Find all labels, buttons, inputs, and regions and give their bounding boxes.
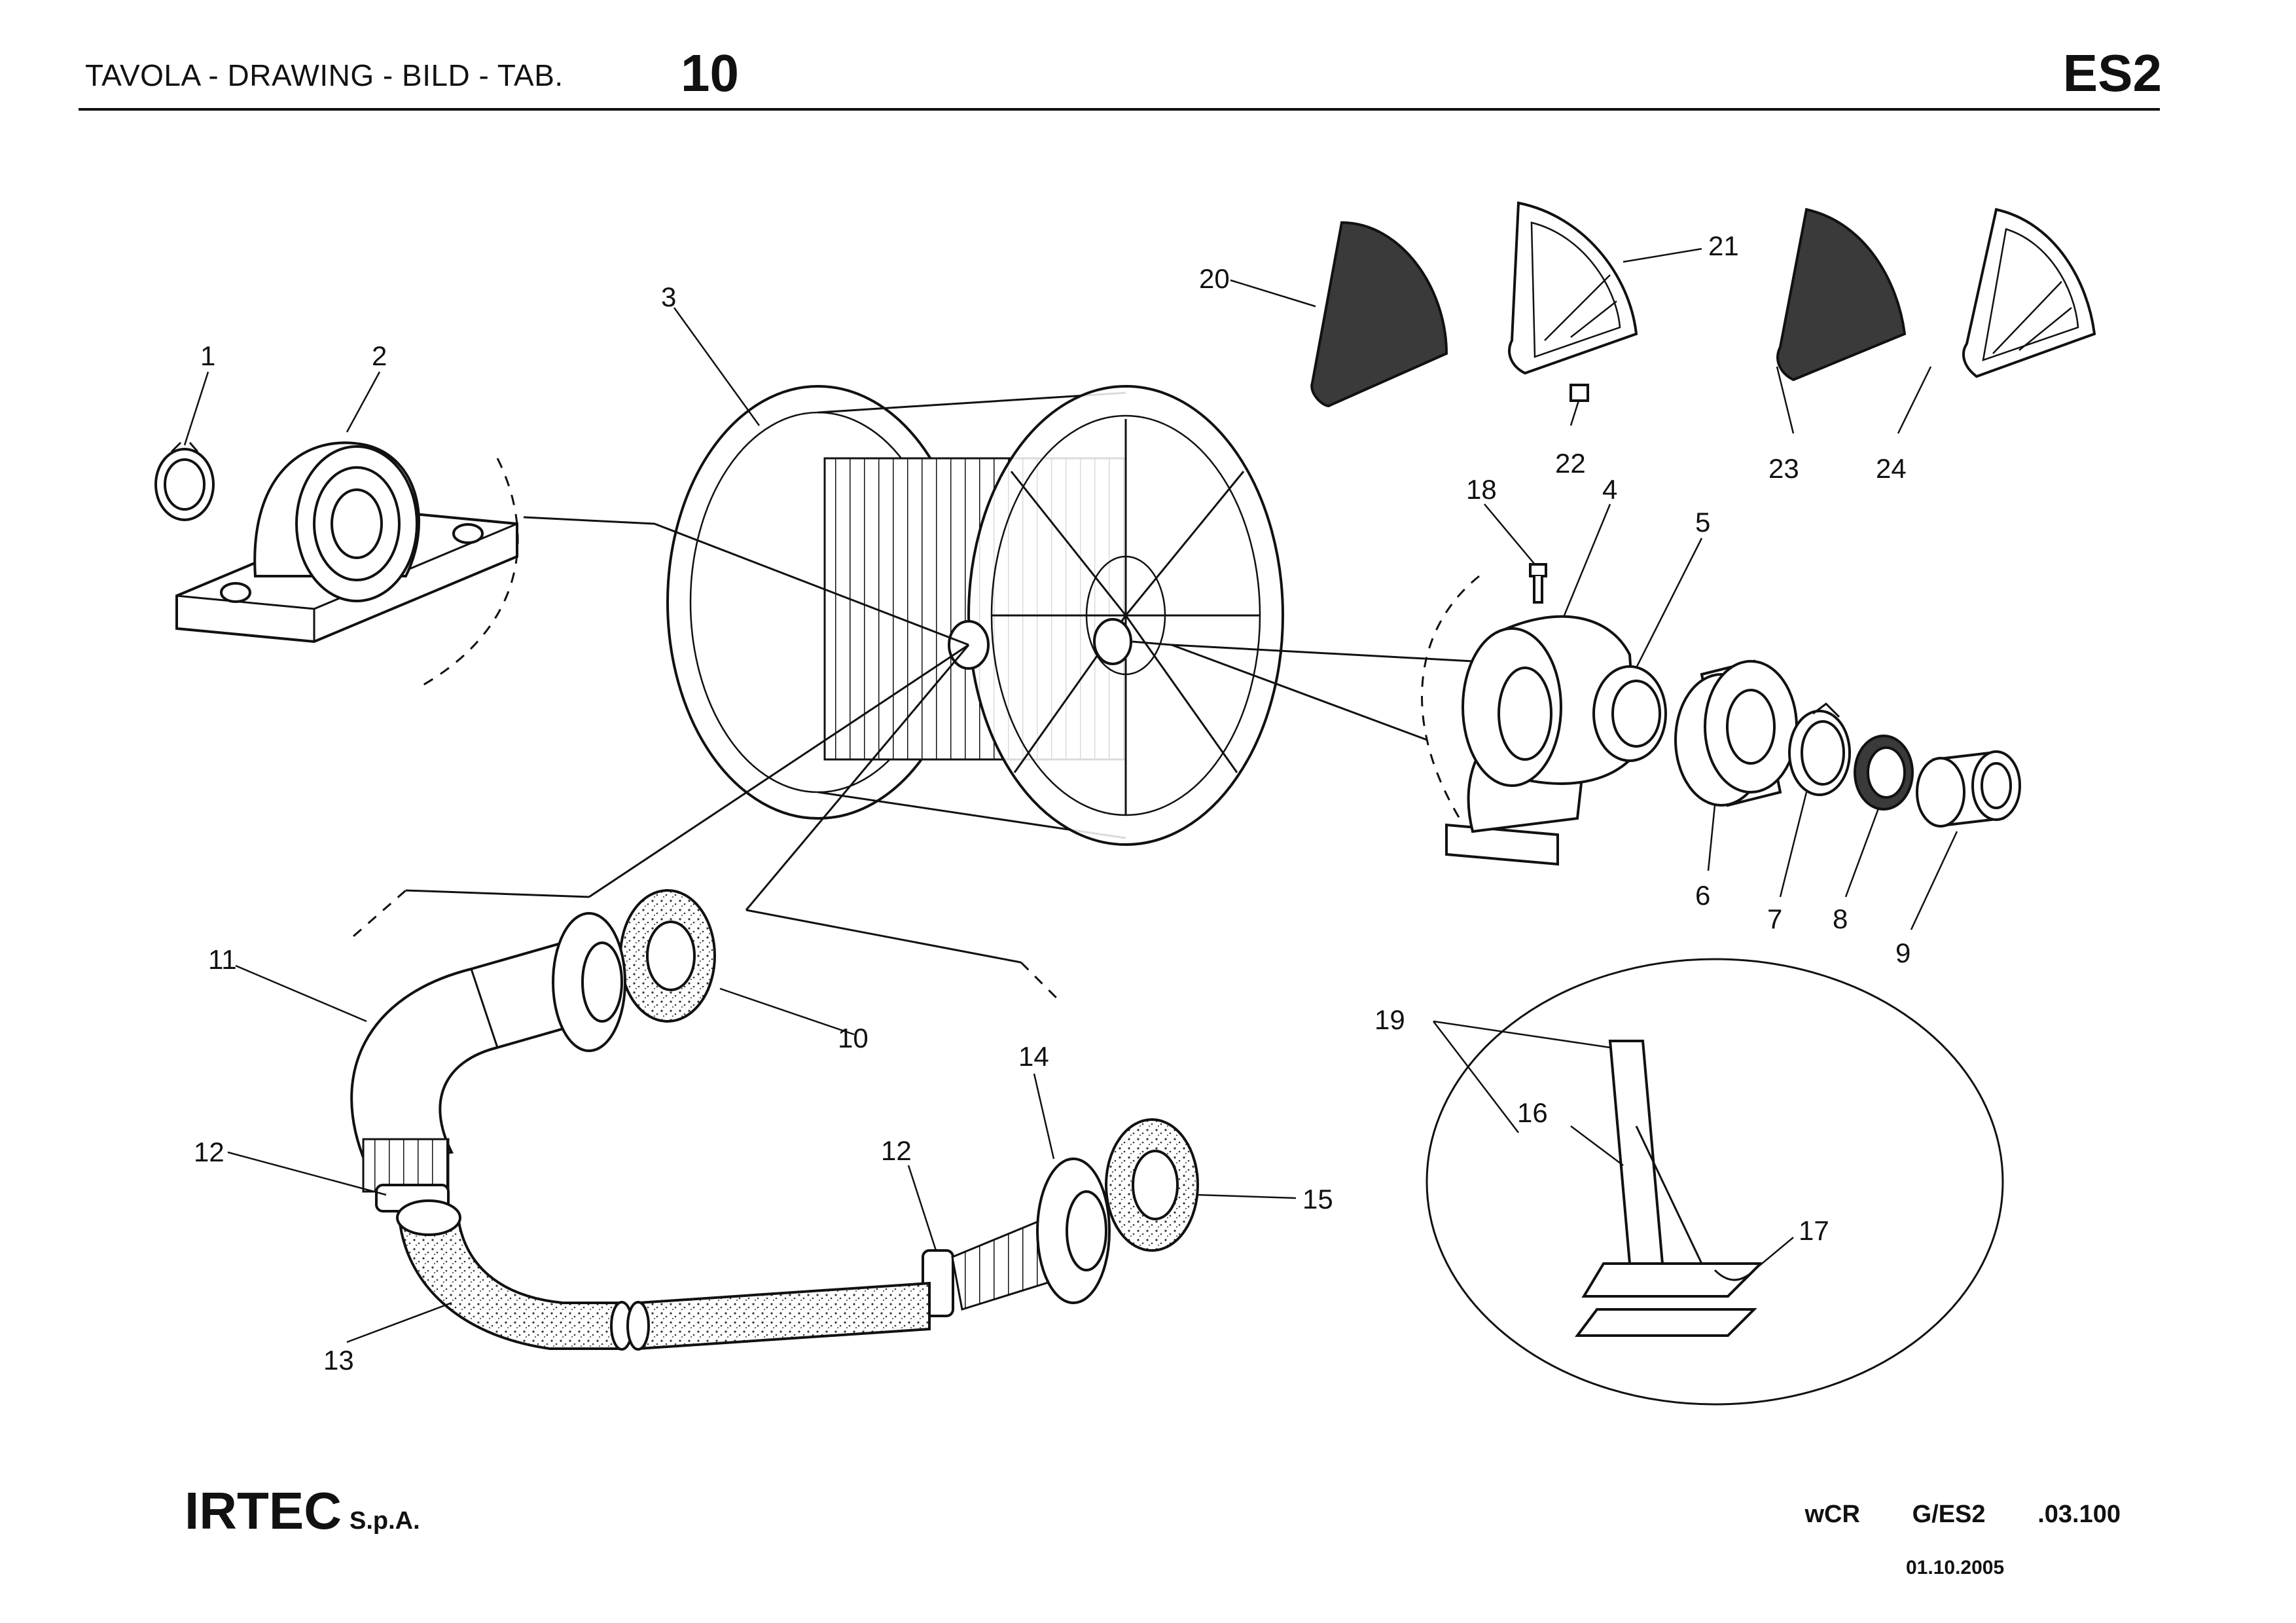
callout-7: 7 [1767,903,1782,934]
callout-4: 4 [1602,474,1617,505]
callout-14: 14 [1018,1041,1049,1072]
callout-24: 24 [1876,453,1907,484]
part-hose-13 [396,1199,931,1351]
drawing-number: 10 [681,44,739,102]
part-gasket-15 [1105,1118,1199,1252]
callout-12a: 12 [194,1137,224,1167]
callout-23: 23 [1768,453,1799,484]
callout-9: 9 [1895,938,1910,968]
callout-5: 5 [1695,507,1710,538]
callout-6: 6 [1695,880,1710,911]
detail-circle-19 [1426,958,2004,1406]
part-gasket-10 [619,889,716,1023]
callout-17: 17 [1799,1215,1829,1246]
callout-1: 1 [200,340,215,371]
callout-18: 18 [1466,474,1497,505]
part-seal-8 [1854,735,1914,811]
part-screw-18 [1529,563,1547,604]
part-elbow-11 [350,912,626,1193]
callout-12b: 12 [881,1135,912,1166]
callout-11: 11 [208,944,237,975]
callout-numbers: 1 2 3 4 5 6 7 8 9 10 11 12 12 13 14 15 1… [194,230,1910,1376]
part-reel-drum-3 [523,385,1473,911]
company-suffix: S.p.A. [350,1507,420,1535]
callout-leaders [183,247,1958,1343]
callout-15: 15 [1302,1184,1333,1214]
model-code: ES2 [2062,44,2162,102]
part-cover-panels-20-24 [1310,201,2096,408]
detail-arc-left [418,458,519,689]
callout-22: 22 [1555,448,1586,479]
company-brand: IRTEC S.p.A. [185,1481,420,1541]
header-rule [79,108,2160,111]
callout-13: 13 [323,1345,354,1376]
detail-bracket-dash-left [353,889,406,938]
company-name: IRTEC [185,1482,342,1540]
part-pillow-block-2 [175,441,518,644]
callout-19: 19 [1374,1004,1405,1035]
detail-arc-right [1421,575,1480,819]
part-bearing-ring-5 [1592,665,1667,762]
callout-16: 16 [1517,1097,1548,1128]
callout-2: 2 [372,340,387,371]
callout-8: 8 [1833,903,1848,934]
document-code: wCR G/ES2 .03.100 [1804,1501,2121,1528]
part-ball-bearing-6 [1674,659,1798,807]
detail-bracket-dash-right [1020,961,1062,1003]
part-snap-ring-7 [1788,702,1851,796]
drawing-label: TAVOLA - DRAWING - BILD - TAB. [85,58,564,92]
part-bushing-9 [1916,750,2021,828]
callout-10: 10 [838,1023,869,1053]
detail-bracket-line [745,909,1022,964]
document-date: 01.10.2005 [1906,1557,2005,1578]
callout-20: 20 [1199,263,1230,294]
part-circlip-1 [154,441,215,521]
callout-3: 3 [661,282,676,312]
part-tail-fitting-14 [951,1158,1111,1311]
detail-bracket-top [405,889,590,898]
callout-21: 21 [1708,230,1739,261]
